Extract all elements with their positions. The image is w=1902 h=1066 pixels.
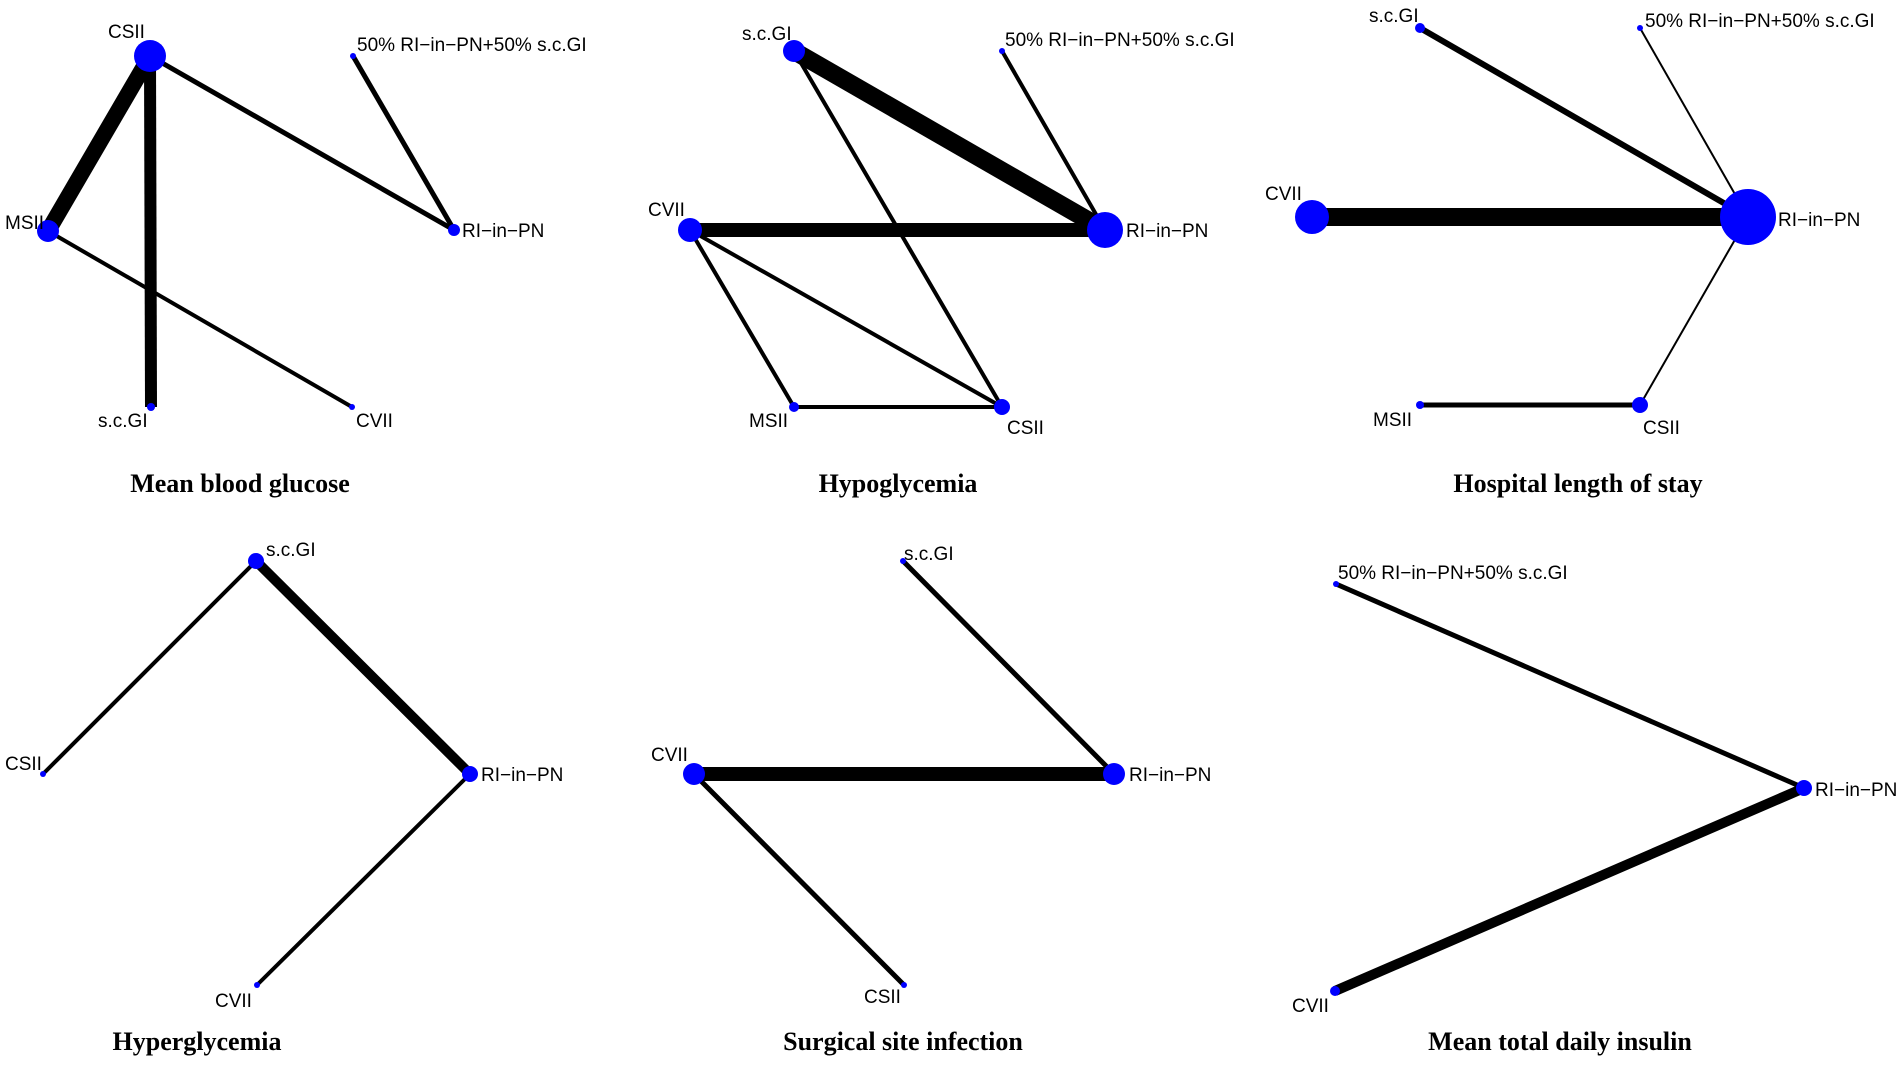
panel-mean-blood-glucose: CSII 50% RI−in−PN+50% s.c.GI MSII RI−in−PN s… — [5, 22, 587, 498]
node-ri — [1103, 763, 1125, 785]
node-mix — [1333, 581, 1339, 587]
edge-scgi-ri — [901, 559, 1116, 776]
node-label-ri: RI−in−PN — [481, 765, 563, 786]
node-msii — [1416, 401, 1424, 409]
edge-scgi-ri — [1418, 25, 1750, 220]
panel-title: Hyperglycemia — [113, 1027, 282, 1056]
node-label-cvii: CVII — [356, 411, 393, 432]
node-label-csii: CSII — [864, 987, 901, 1008]
node-label-scgi: s.c.GI — [98, 411, 148, 432]
node-label-mix: 50% RI−in−PN+50% s.c.GI — [1338, 563, 1568, 584]
node-ri — [462, 766, 478, 782]
node-label-scgi: s.c.GI — [266, 540, 316, 561]
node-label-msii: MSII — [5, 213, 44, 234]
node-cvii — [254, 982, 260, 988]
node-label-scgi: s.c.GI — [1369, 6, 1419, 27]
panel-mean-total-daily-insulin: 50% RI−in−PN+50% s.c.GI RI−in−PN CVII Mean … — [1292, 563, 1897, 1056]
panel-title: Hypoglycemia — [819, 469, 978, 498]
node-label-ri: RI−in−PN — [1815, 780, 1897, 801]
node-label-scgi: s.c.GI — [742, 24, 792, 45]
edge-csii-scgi — [144, 55, 157, 408]
node-label-mix: 50% RI−in−PN+50% s.c.GI — [1645, 11, 1875, 32]
node-msii — [37, 220, 59, 242]
edge-scgi-ri — [252, 557, 474, 778]
panel-hypoglycemia: s.c.GI 50% RI−in−PN+50% s.c.GI CVII RI−in−P… — [648, 24, 1235, 498]
node-csii — [1632, 397, 1648, 413]
edge-cvii-ri — [1333, 783, 1806, 996]
node-mix — [1637, 25, 1643, 31]
panel-hyperglycemia: s.c.GI CSII RI−in−PN CVII Hyperglycemia — [5, 540, 563, 1056]
node-msii — [789, 402, 799, 412]
node-cvii — [683, 763, 705, 785]
edge-mix-ri — [1335, 581, 1805, 791]
panel-title: Mean blood glucose — [130, 469, 350, 498]
node-csii — [994, 399, 1010, 415]
node-csii — [134, 40, 166, 72]
node-label-msii: MSII — [749, 411, 788, 432]
node-label-ri: RI−in−PN — [462, 221, 544, 242]
node-label-csii: CSII — [5, 754, 42, 775]
edge-ri-csii — [1639, 216, 1749, 406]
panel-title: Mean total daily insulin — [1428, 1027, 1692, 1056]
node-label-ri: RI−in−PN — [1129, 765, 1211, 786]
node-csii — [40, 771, 46, 777]
node-ri — [1720, 189, 1776, 245]
edge-mix-ri — [1000, 50, 1107, 231]
node-scgi — [1415, 23, 1425, 33]
edge-csii-msii — [41, 51, 157, 236]
node-label-mix: 50% RI−in−PN+50% s.c.GI — [357, 35, 587, 56]
node-scgi — [783, 40, 805, 62]
edge-csii-ri — [148, 53, 456, 233]
node-label-csii: CSII — [1007, 418, 1044, 439]
node-cvii — [678, 218, 702, 242]
node-cvii — [1330, 986, 1340, 996]
node-label-msii: MSII — [1373, 410, 1412, 431]
node-label-csii: CSII — [108, 22, 145, 43]
edge-mix-ri — [350, 54, 457, 232]
node-label-cvii: CVII — [1292, 996, 1329, 1017]
node-csii — [901, 982, 907, 988]
edge-ri-cvii — [255, 772, 472, 987]
node-ri — [1087, 212, 1123, 248]
node-scgi — [248, 553, 264, 569]
edge-cvii-msii — [688, 228, 796, 409]
edge-scgi-csii — [41, 559, 258, 776]
node-label-mix: 50% RI−in−PN+50% s.c.GI — [1005, 30, 1235, 51]
node-label-scgi: s.c.GI — [904, 544, 954, 565]
node-mix — [350, 53, 356, 59]
node-cvii — [1295, 200, 1329, 234]
edge-cvii-csii — [692, 772, 906, 987]
node-scgi — [147, 403, 155, 411]
node-label-ri: RI−in−PN — [1778, 210, 1860, 231]
node-ri — [448, 224, 460, 236]
node-label-ri: RI−in−PN — [1126, 221, 1208, 242]
node-label-cvii: CVII — [215, 991, 252, 1012]
node-cvii — [349, 404, 355, 410]
edge-cvii-csii — [689, 228, 1003, 409]
node-label-csii: CSII — [1643, 418, 1680, 439]
panel-title: Hospital length of stay — [1453, 469, 1702, 498]
edge-msii-cvii — [46, 229, 354, 409]
node-ri — [1796, 780, 1812, 796]
node-label-cvii: CVII — [648, 200, 685, 221]
node-label-cvii: CVII — [1265, 184, 1302, 205]
panel-title: Surgical site infection — [783, 1027, 1023, 1056]
edge-mix-ri — [1639, 27, 1749, 218]
edge-scgi-ri — [789, 43, 1110, 238]
panel-surgical-site-infection: s.c.GI CVII RI−in−PN CSII Surgical site infe… — [651, 544, 1211, 1056]
node-label-cvii: CVII — [651, 745, 688, 766]
node-mix — [999, 48, 1005, 54]
panel-hospital-length-of-stay: s.c.GI 50% RI−in−PN+50% s.c.GI CVII RI−in−P… — [1265, 6, 1875, 498]
node-scgi — [900, 558, 906, 564]
